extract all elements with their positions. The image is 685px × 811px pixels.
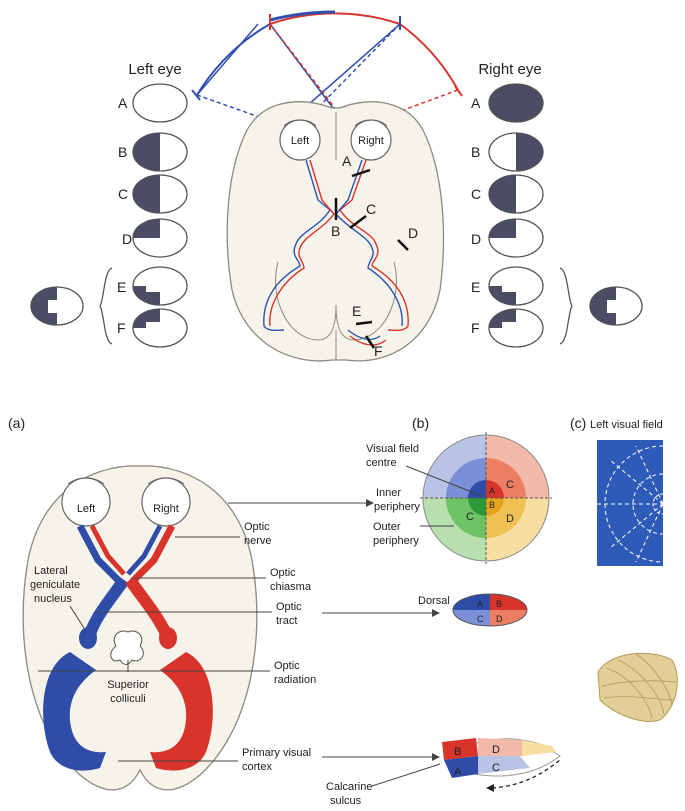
left-row-f: F: [117, 320, 126, 336]
dorsal-label: Dorsal: [418, 595, 450, 607]
right-row-c: C: [471, 186, 481, 202]
right-row-d: D: [471, 231, 481, 247]
svg-text:B: B: [496, 599, 502, 609]
top-lesion-e: E: [352, 303, 361, 319]
left-row-c: C: [118, 186, 128, 202]
left-row-e: E: [117, 279, 126, 295]
svg-text:cortex: cortex: [242, 761, 272, 773]
visual-field-arc-red: [269, 12, 459, 91]
top-lesion-c: C: [366, 201, 376, 217]
svg-text:A: A: [477, 599, 483, 609]
field-letter-c2: C: [466, 511, 474, 523]
right-optic-radiation: [150, 652, 213, 771]
svg-text:colliculi: colliculi: [110, 693, 145, 705]
visual-field-arc-top-blue: [269, 10, 336, 22]
right-row-e: E: [471, 279, 480, 295]
svg-text:periphery: periphery: [374, 501, 420, 513]
cortex-map: B D A C Calcarine sulcus: [326, 738, 561, 807]
right-optic-nerve: [129, 524, 176, 585]
svg-text:nerve: nerve: [244, 535, 272, 547]
left-optic-nerve: [76, 524, 123, 585]
superior-colliculi: [110, 630, 144, 665]
optic-tract-label: Optic: [276, 601, 302, 613]
svg-text:C: C: [492, 762, 500, 774]
outer-periphery-label: Outer: [373, 521, 401, 533]
svg-text:nucleus: nucleus: [34, 593, 72, 605]
top-eye-left-label: Left: [291, 135, 309, 147]
panel-c-label: (c): [570, 415, 586, 431]
left-row-a: A: [118, 95, 128, 111]
svg-text:C: C: [477, 614, 484, 624]
visual-field-arc-blue: [196, 23, 271, 96]
right-row-a: A: [471, 95, 481, 111]
top-lesion-b: B: [331, 223, 340, 239]
svg-text:tract: tract: [276, 615, 297, 627]
lgn-map: A B C D Dorsal: [418, 593, 528, 627]
primary-visual-cortex-label: Primary visual: [242, 747, 311, 759]
left-visual-field-map: [597, 440, 663, 566]
left-row-b: B: [118, 144, 127, 160]
top-lesion-a: A: [342, 153, 352, 169]
panel-a-label: (a): [8, 415, 25, 431]
top-brain-outline: [226, 101, 445, 362]
panel-c-title: Left visual field: [590, 419, 663, 431]
svg-text:radiation: radiation: [274, 674, 316, 686]
left-eye-title: Left eye: [128, 61, 181, 78]
panel-b-label: (b): [412, 415, 429, 431]
right-eye-title: Right eye: [478, 61, 541, 78]
optic-chiasma-label: Optic: [270, 567, 296, 579]
bottom-eye-right-label: Right: [153, 503, 179, 515]
left-row-d: D: [122, 231, 132, 247]
svg-text:B: B: [454, 746, 461, 758]
panel-c: (c) Left visual field: [570, 415, 678, 722]
panel-a: (a) Left Right Optic nerve Optic chiasma: [8, 415, 440, 791]
svg-text:geniculate: geniculate: [30, 579, 80, 591]
left-optic-radiation: [43, 652, 106, 771]
right-row-f: F: [471, 320, 480, 336]
field-letter-d: D: [506, 513, 514, 525]
field-letter-a: A: [489, 486, 495, 496]
left-eye-field-column: A B C D E F: [30, 83, 188, 348]
svg-text:D: D: [492, 744, 500, 756]
lgn-label: Lateral: [34, 565, 68, 577]
right-row-b: B: [471, 144, 480, 160]
inner-periphery-label: Inner: [376, 487, 401, 499]
top-lesion-d: D: [408, 225, 418, 241]
optic-nerve-label: Optic: [244, 521, 270, 533]
svg-text:centre: centre: [366, 457, 397, 469]
svg-text:A: A: [454, 766, 462, 778]
field-letter-b: B: [489, 500, 495, 510]
bottom-eye-left-label: Left: [77, 503, 95, 515]
visual-field-centre-label: Visual field: [366, 443, 419, 455]
top-lesion-f: F: [374, 343, 383, 359]
superior-colliculi-label: Superior: [107, 679, 149, 691]
top-inner-lobe: [275, 261, 337, 341]
calcarine-sulcus-label: Calcarine: [326, 781, 372, 793]
right-eye-field-column: A B C D E F: [471, 83, 643, 348]
optic-radiation-label: Optic: [274, 660, 300, 672]
svg-text:D: D: [496, 614, 503, 624]
top-eye-right-label: Right: [358, 135, 384, 147]
top-diagram: Left Right A B C D E F Left eye Right ey…: [30, 10, 643, 362]
panel-b: (b) C D C A B Visual field centre Inner …: [326, 415, 561, 807]
svg-text:chiasma: chiasma: [270, 581, 312, 593]
field-letter-c: C: [506, 479, 514, 491]
svg-text:sulcus: sulcus: [330, 795, 362, 807]
svg-text:periphery: periphery: [373, 535, 419, 547]
cortex-mesh-image: [597, 652, 678, 722]
